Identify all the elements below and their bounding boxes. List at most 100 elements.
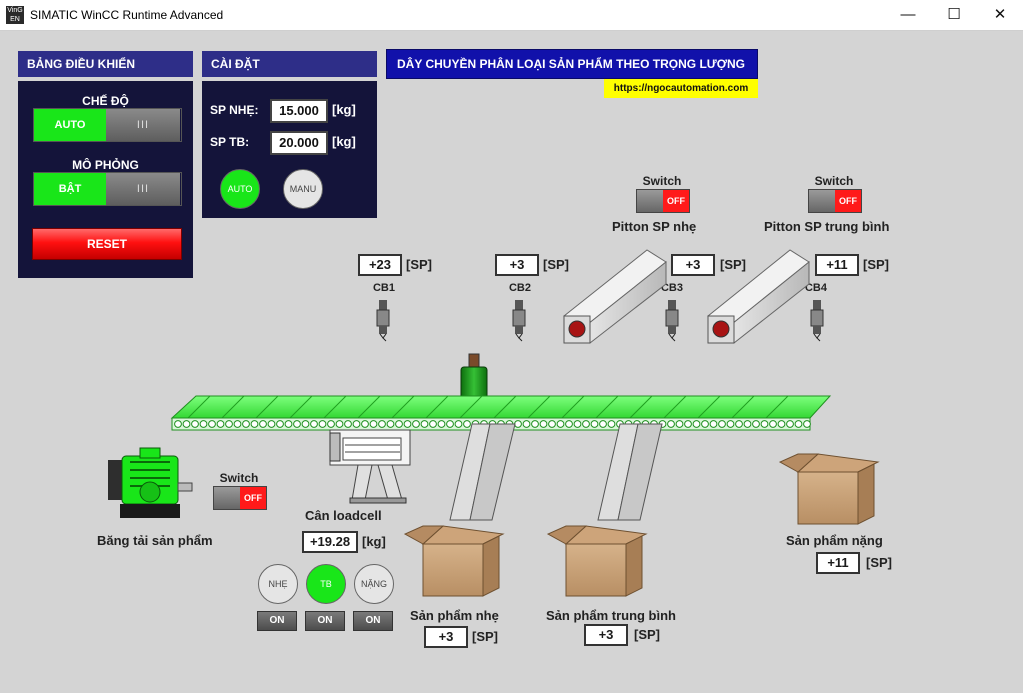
belt-slat	[561, 395, 585, 419]
belt-roller	[199, 420, 208, 428]
control-panel-body: CHẾ ĐỘ AUTO III MÔ PHỎNG BẬT III RESET	[18, 81, 193, 278]
class-heavy-on-button[interactable]: ON	[353, 611, 393, 631]
simulation-toggle[interactable]: BẬT III	[33, 172, 182, 206]
class-light-on-button[interactable]: ON	[257, 611, 297, 631]
belt-roller	[565, 420, 573, 428]
belt-slat	[459, 395, 483, 419]
control-panel-title: BẢNG ĐIỀU KHIỂN	[18, 51, 193, 77]
settings-panel-body: SP NHẸ: 15.000 [kg] SP TB: 20.000 [kg] A…	[202, 81, 377, 218]
belt-roller	[718, 420, 726, 428]
sp-light-input[interactable]: 15.000	[270, 99, 328, 123]
settings-panel-title: CÀI ĐẶT	[202, 51, 377, 77]
belt-roller	[446, 420, 454, 428]
sp-mid-label: SP TB:	[210, 135, 250, 149]
belt-slat	[255, 395, 279, 419]
cb3-count: +3	[671, 254, 715, 276]
piston-light-icon	[563, 249, 667, 344]
cb1-label: CB1	[372, 282, 395, 294]
mode-toggle[interactable]: AUTO III	[33, 108, 182, 142]
minimize-button[interactable]: —	[900, 6, 916, 23]
belt-slat	[493, 395, 517, 419]
piston-light-switch[interactable]: OFF	[636, 189, 690, 213]
belt-roller	[752, 420, 760, 428]
belt-slat	[187, 395, 211, 419]
simulation-label: MÔ PHỎNG	[72, 158, 139, 172]
belt-roller	[599, 420, 607, 428]
piston-mid-switch[interactable]: OFF	[808, 189, 862, 213]
conveyor-switch-label: Switch	[219, 471, 259, 485]
belt-roller	[369, 420, 378, 428]
sp-light-unit: [kg]	[332, 102, 356, 117]
class-mid-indicator: TB	[306, 564, 346, 604]
belt-roller	[684, 420, 692, 428]
page-title: DÂY CHUYỀN PHÂN LOẠI SẢN PHẨM THEO TRỌNG…	[386, 49, 758, 79]
belt-roller	[259, 420, 267, 428]
control-panel: BẢNG ĐIỀU KHIỂN CHẾ ĐỘ AUTO III MÔ PHỎNG…	[18, 51, 193, 278]
sensor-cb1-icon	[376, 300, 390, 342]
belt-roller	[786, 420, 794, 428]
simulation-toggle-handle: III	[106, 173, 180, 205]
belt-slat	[595, 395, 619, 419]
belt-slat	[289, 395, 313, 419]
conveyor-switch[interactable]: OFF	[213, 486, 267, 510]
belt-roller	[573, 420, 582, 428]
belt-roller	[463, 420, 471, 428]
chute-light	[449, 423, 516, 521]
bin-heavy-label: Sản phẩm nặng	[786, 533, 883, 548]
belt-roller	[539, 420, 548, 428]
settings-panel: CÀI ĐẶT SP NHẸ: 15.000 [kg] SP TB: 20.00…	[202, 51, 377, 218]
belt-slat	[697, 395, 721, 419]
sp-mid-input[interactable]: 20.000	[270, 131, 328, 155]
belt-roller	[667, 420, 675, 428]
piston-light-switch-state: OFF	[663, 190, 689, 212]
belt-roller	[216, 420, 225, 428]
belt-roller	[429, 420, 437, 428]
belt-roller	[514, 420, 522, 428]
belt-roller	[361, 420, 369, 428]
chute-mid	[597, 423, 663, 521]
belt-roller	[803, 420, 811, 428]
close-button[interactable]: ✕	[993, 6, 1007, 23]
cb2-label: CB2	[508, 282, 531, 294]
belt-roller	[777, 420, 786, 428]
belt-roller	[692, 420, 701, 428]
belt-roller	[233, 420, 242, 428]
window-titlebar: VinG EN SIMATIC WinCC Runtime Advanced —…	[0, 0, 1023, 31]
class-heavy-indicator: NẶNG	[354, 564, 394, 604]
auto-button[interactable]: AUTO	[220, 169, 260, 209]
piston-light-switch-label: Switch	[642, 174, 682, 188]
conveyor-belt	[170, 395, 832, 431]
manu-button[interactable]: MANU	[283, 169, 323, 209]
belt-roller	[335, 420, 344, 428]
bin-mid-unit: [SP]	[634, 627, 660, 642]
mode-label: CHẾ ĐỘ	[82, 94, 129, 108]
sensor-cb3-icon	[665, 300, 679, 342]
belt-roller	[293, 420, 301, 428]
cb4-unit: [SP]	[863, 257, 889, 272]
belt-roller	[794, 420, 803, 428]
belt-roller	[437, 420, 446, 428]
simulation-toggle-value: BẬT	[34, 173, 106, 205]
belt-roller	[403, 420, 412, 428]
cb1-count: +23	[358, 254, 402, 276]
belt-roller	[242, 420, 250, 428]
bin-heavy-box	[778, 453, 880, 525]
piston-mid-label: Pitton SP trung bình	[764, 219, 890, 234]
belt-roller	[735, 420, 743, 428]
piston-mid-switch-label: Switch	[814, 174, 854, 188]
reset-button[interactable]: RESET	[32, 228, 182, 260]
belt-roller	[208, 420, 216, 428]
website-link[interactable]: https://ngocautomation.com	[604, 79, 758, 98]
belt-slat	[221, 395, 245, 419]
belt-slat	[391, 395, 415, 419]
maximize-button[interactable]: ☐	[947, 6, 961, 23]
belt-roller	[378, 420, 386, 428]
belt-roller	[531, 420, 539, 428]
loadcell-icon	[329, 429, 411, 504]
piston-mid-switch-state: OFF	[835, 190, 861, 212]
cb1-unit: [SP]	[406, 257, 432, 272]
class-mid-on-button[interactable]: ON	[305, 611, 345, 631]
window-title: SIMATIC WinCC Runtime Advanced	[30, 8, 224, 22]
sensor-cb4-icon	[810, 300, 824, 342]
